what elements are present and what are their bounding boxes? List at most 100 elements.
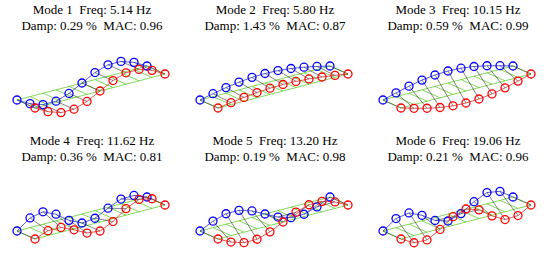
mode-title: Mode 4 Freq: 11.62 Hz bbox=[30, 133, 154, 149]
sensor-node bbox=[423, 104, 431, 112]
sensor-node bbox=[70, 105, 78, 113]
sensor-node bbox=[104, 61, 112, 69]
sensor-node bbox=[405, 209, 413, 217]
sensor-node bbox=[266, 228, 274, 236]
deformed-member bbox=[487, 193, 505, 220]
sensor-node bbox=[444, 67, 452, 75]
sensor-node bbox=[392, 89, 400, 97]
sensor-node bbox=[279, 218, 287, 226]
sensor-node bbox=[514, 77, 522, 85]
sensor-node bbox=[300, 210, 308, 218]
mode-title: Mode 6 Freq: 19.06 Hz bbox=[396, 133, 521, 149]
deformed-member bbox=[513, 197, 531, 205]
sensor-node bbox=[130, 58, 138, 66]
grid-line bbox=[500, 200, 518, 208]
sensor-node bbox=[287, 65, 295, 73]
mode-title: Mode 3 Freq: 10.15 Hz bbox=[396, 2, 521, 18]
sensor-node bbox=[292, 208, 300, 216]
deformed-member bbox=[226, 88, 244, 98]
sensor-node bbox=[274, 67, 282, 75]
sensor-node bbox=[462, 205, 470, 213]
grid-line bbox=[56, 90, 74, 98]
sensor-node bbox=[227, 99, 235, 107]
deformed-girder bbox=[17, 195, 147, 231]
grid-line bbox=[82, 83, 100, 91]
sensor-node bbox=[274, 213, 282, 221]
sensor-node bbox=[240, 93, 248, 101]
sensor-node bbox=[96, 87, 104, 95]
sensor-node bbox=[227, 238, 235, 246]
sensor-node bbox=[527, 70, 535, 78]
deformed-girder bbox=[383, 66, 513, 100]
deformed-member bbox=[69, 93, 87, 101]
sensor-node bbox=[91, 214, 99, 222]
grid-line bbox=[17, 197, 147, 231]
deformed-girder bbox=[383, 191, 513, 231]
grid-line bbox=[330, 197, 348, 205]
sensor-node bbox=[235, 78, 243, 86]
sensor-node bbox=[39, 101, 47, 109]
sensor-node bbox=[397, 235, 405, 243]
sensor-node bbox=[91, 69, 99, 77]
sensor-node bbox=[431, 216, 439, 224]
sensor-node bbox=[418, 211, 426, 219]
mode-shape bbox=[379, 187, 535, 246]
deformed-member bbox=[82, 83, 100, 91]
grid-line bbox=[513, 66, 531, 74]
grid-line bbox=[401, 205, 531, 239]
sensor-node bbox=[457, 210, 465, 218]
grid-line bbox=[200, 66, 330, 100]
grid-line bbox=[383, 66, 513, 100]
mode-title: Mode 2 Freq: 5.80 Hz bbox=[216, 2, 334, 18]
deformed-girder bbox=[218, 74, 348, 108]
sensor-node bbox=[379, 227, 387, 235]
deformed-member bbox=[383, 231, 401, 239]
deformed-member bbox=[474, 66, 492, 93]
undeformed-grid bbox=[200, 66, 348, 108]
sensor-node bbox=[488, 212, 496, 220]
sensor-node bbox=[326, 62, 334, 70]
deformed-girder bbox=[17, 61, 147, 104]
sensor-node bbox=[392, 215, 400, 223]
sensor-node bbox=[344, 70, 352, 78]
sensor-node bbox=[483, 189, 491, 197]
sensor-node bbox=[496, 62, 504, 70]
grid-line bbox=[265, 214, 283, 222]
grid-line bbox=[200, 231, 218, 239]
sensor-node bbox=[248, 207, 256, 215]
sensor-node bbox=[214, 235, 222, 243]
sensor-node bbox=[405, 82, 413, 90]
sensor-node bbox=[148, 195, 156, 203]
sensor-node bbox=[470, 62, 478, 70]
mode-shape bbox=[13, 57, 169, 116]
deformed-girder bbox=[35, 199, 165, 239]
grid-line bbox=[409, 224, 427, 232]
sensor-node bbox=[457, 64, 465, 72]
deformed-member bbox=[422, 80, 440, 107]
grid-line bbox=[396, 228, 414, 236]
sensor-node bbox=[444, 217, 452, 225]
sensor-node bbox=[509, 193, 517, 201]
undeformed-grid bbox=[383, 66, 531, 108]
sensor-node bbox=[462, 99, 470, 107]
deformed-member bbox=[448, 71, 466, 103]
deformed-member bbox=[330, 197, 348, 205]
mode-shape bbox=[196, 62, 352, 112]
sensor-node bbox=[78, 79, 86, 87]
sensor-node bbox=[122, 205, 130, 213]
deformed-member bbox=[30, 218, 48, 231]
sensor-node bbox=[514, 212, 522, 220]
deformed-member bbox=[435, 75, 453, 106]
deformed-member bbox=[239, 82, 257, 92]
deformed-member bbox=[56, 101, 74, 109]
sensor-node bbox=[279, 81, 287, 89]
grid-line bbox=[17, 231, 35, 239]
sensor-node bbox=[331, 198, 339, 206]
grid-line bbox=[383, 231, 401, 239]
mode-shape bbox=[379, 62, 535, 113]
sensor-node bbox=[410, 104, 418, 112]
grid-line bbox=[35, 205, 165, 239]
sensor-node bbox=[70, 226, 78, 234]
sensor-node bbox=[39, 208, 47, 216]
mode-title: Mode 1 Freq: 5.14 Hz bbox=[33, 2, 151, 18]
